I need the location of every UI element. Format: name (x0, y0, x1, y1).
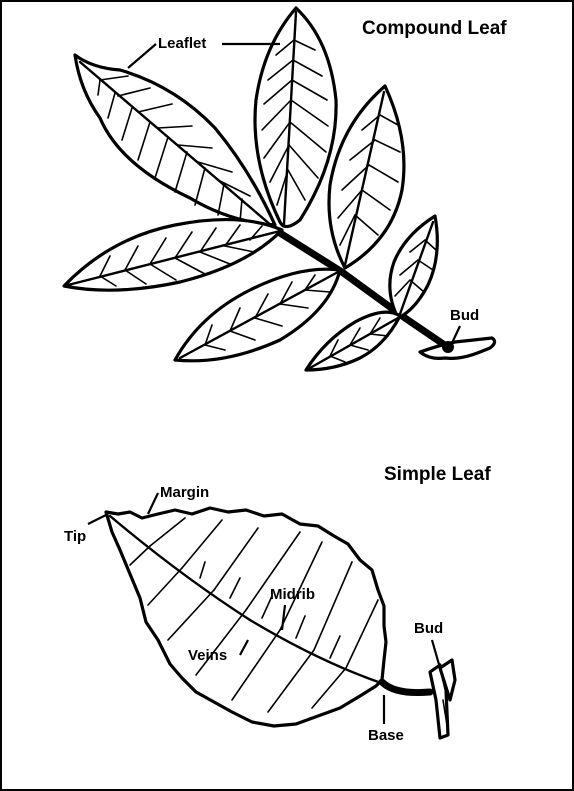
simple-bud-label: Bud (414, 620, 443, 637)
veins-label: Veins (188, 647, 227, 664)
leaflet-right-small (390, 216, 438, 318)
simple-bud-pointer (432, 640, 440, 668)
leaflet-top-left (75, 55, 275, 226)
simple-leaf-illustration: Simple Leaf Margin Tip Midrib Veins Bud … (64, 464, 491, 744)
compound-leaf-title: Compound Leaf (362, 18, 507, 39)
leaflet-middle-left (64, 220, 282, 291)
compound-leaf-illustration: Compound Leaf Leaflet Bud (64, 8, 507, 370)
margin-label: Margin (160, 484, 209, 501)
simple-bud-twig (430, 660, 455, 738)
compound-bud-label: Bud (450, 307, 479, 324)
leaflet-right-upper (329, 86, 404, 268)
base-label: Base (368, 727, 404, 744)
leaflet-top-center (255, 8, 336, 227)
margin-pointer (148, 493, 158, 514)
leaflet-lower-small (306, 312, 400, 370)
compound-bud-shape (420, 338, 495, 358)
leaflet-lower-left (175, 269, 340, 361)
tip-pointer (88, 515, 106, 524)
simple-leaf-title: Simple Leaf (384, 464, 491, 485)
tip-label: Tip (64, 528, 86, 545)
leaflet-label: Leaflet (158, 35, 206, 52)
midrib-label: Midrib (270, 586, 315, 603)
simple-petiole (382, 682, 430, 693)
